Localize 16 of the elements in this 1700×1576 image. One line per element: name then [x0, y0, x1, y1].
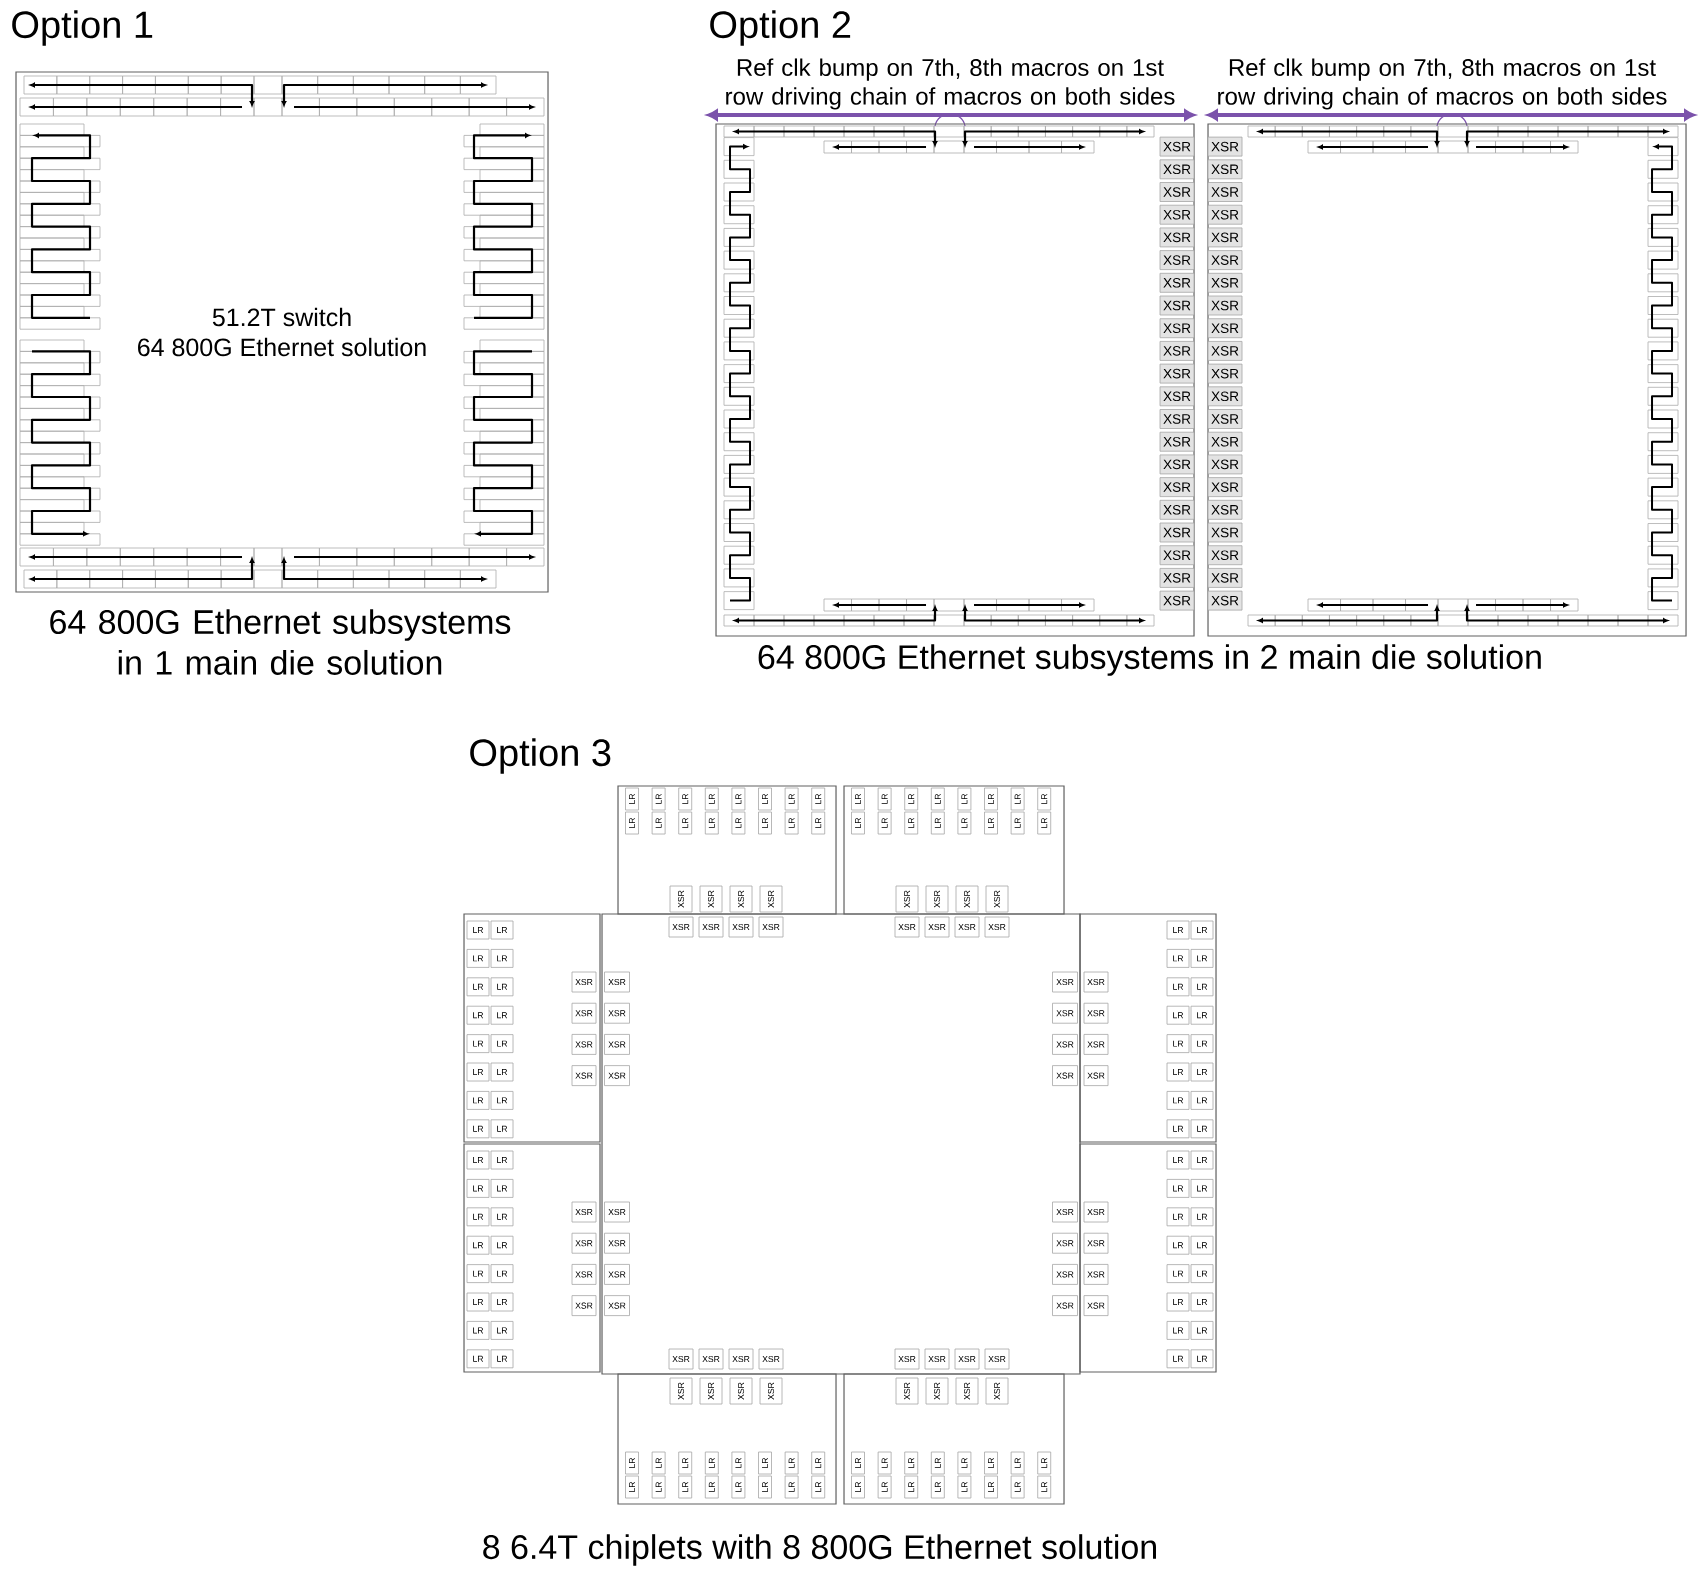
chiplet-box: [1079, 1143, 1217, 1373]
die-box: 51.2T switch 64 800G Ethernet solution: [15, 71, 549, 593]
chiplet-box: [463, 1143, 601, 1373]
annotation-text: Ref clk bump on 7th, 8th macros on 1st row driving chain of macros on both sides: [1218, 58, 1667, 110]
section-heading: Option 2: [710, 10, 851, 46]
caption: 8 6.4T chiplets with 8 800G Ethernet solution: [483, 1534, 1156, 1566]
chiplet-box: [463, 913, 601, 1143]
caption: 64 800G Ethernet subsystems in 2 main die solution: [758, 644, 1541, 676]
chiplet-box: [617, 1373, 837, 1505]
die-box: [601, 913, 1081, 1375]
section-heading: Option 3: [470, 738, 611, 774]
chiplet-box: [843, 785, 1065, 915]
chiplet-box: [617, 785, 837, 915]
chiplet-box: [843, 1373, 1065, 1505]
annotation-text: Ref clk bump on 7th, 8th macros on 1st row driving chain of macros on both sides: [726, 58, 1175, 110]
chiplet-box: [1079, 913, 1217, 1143]
